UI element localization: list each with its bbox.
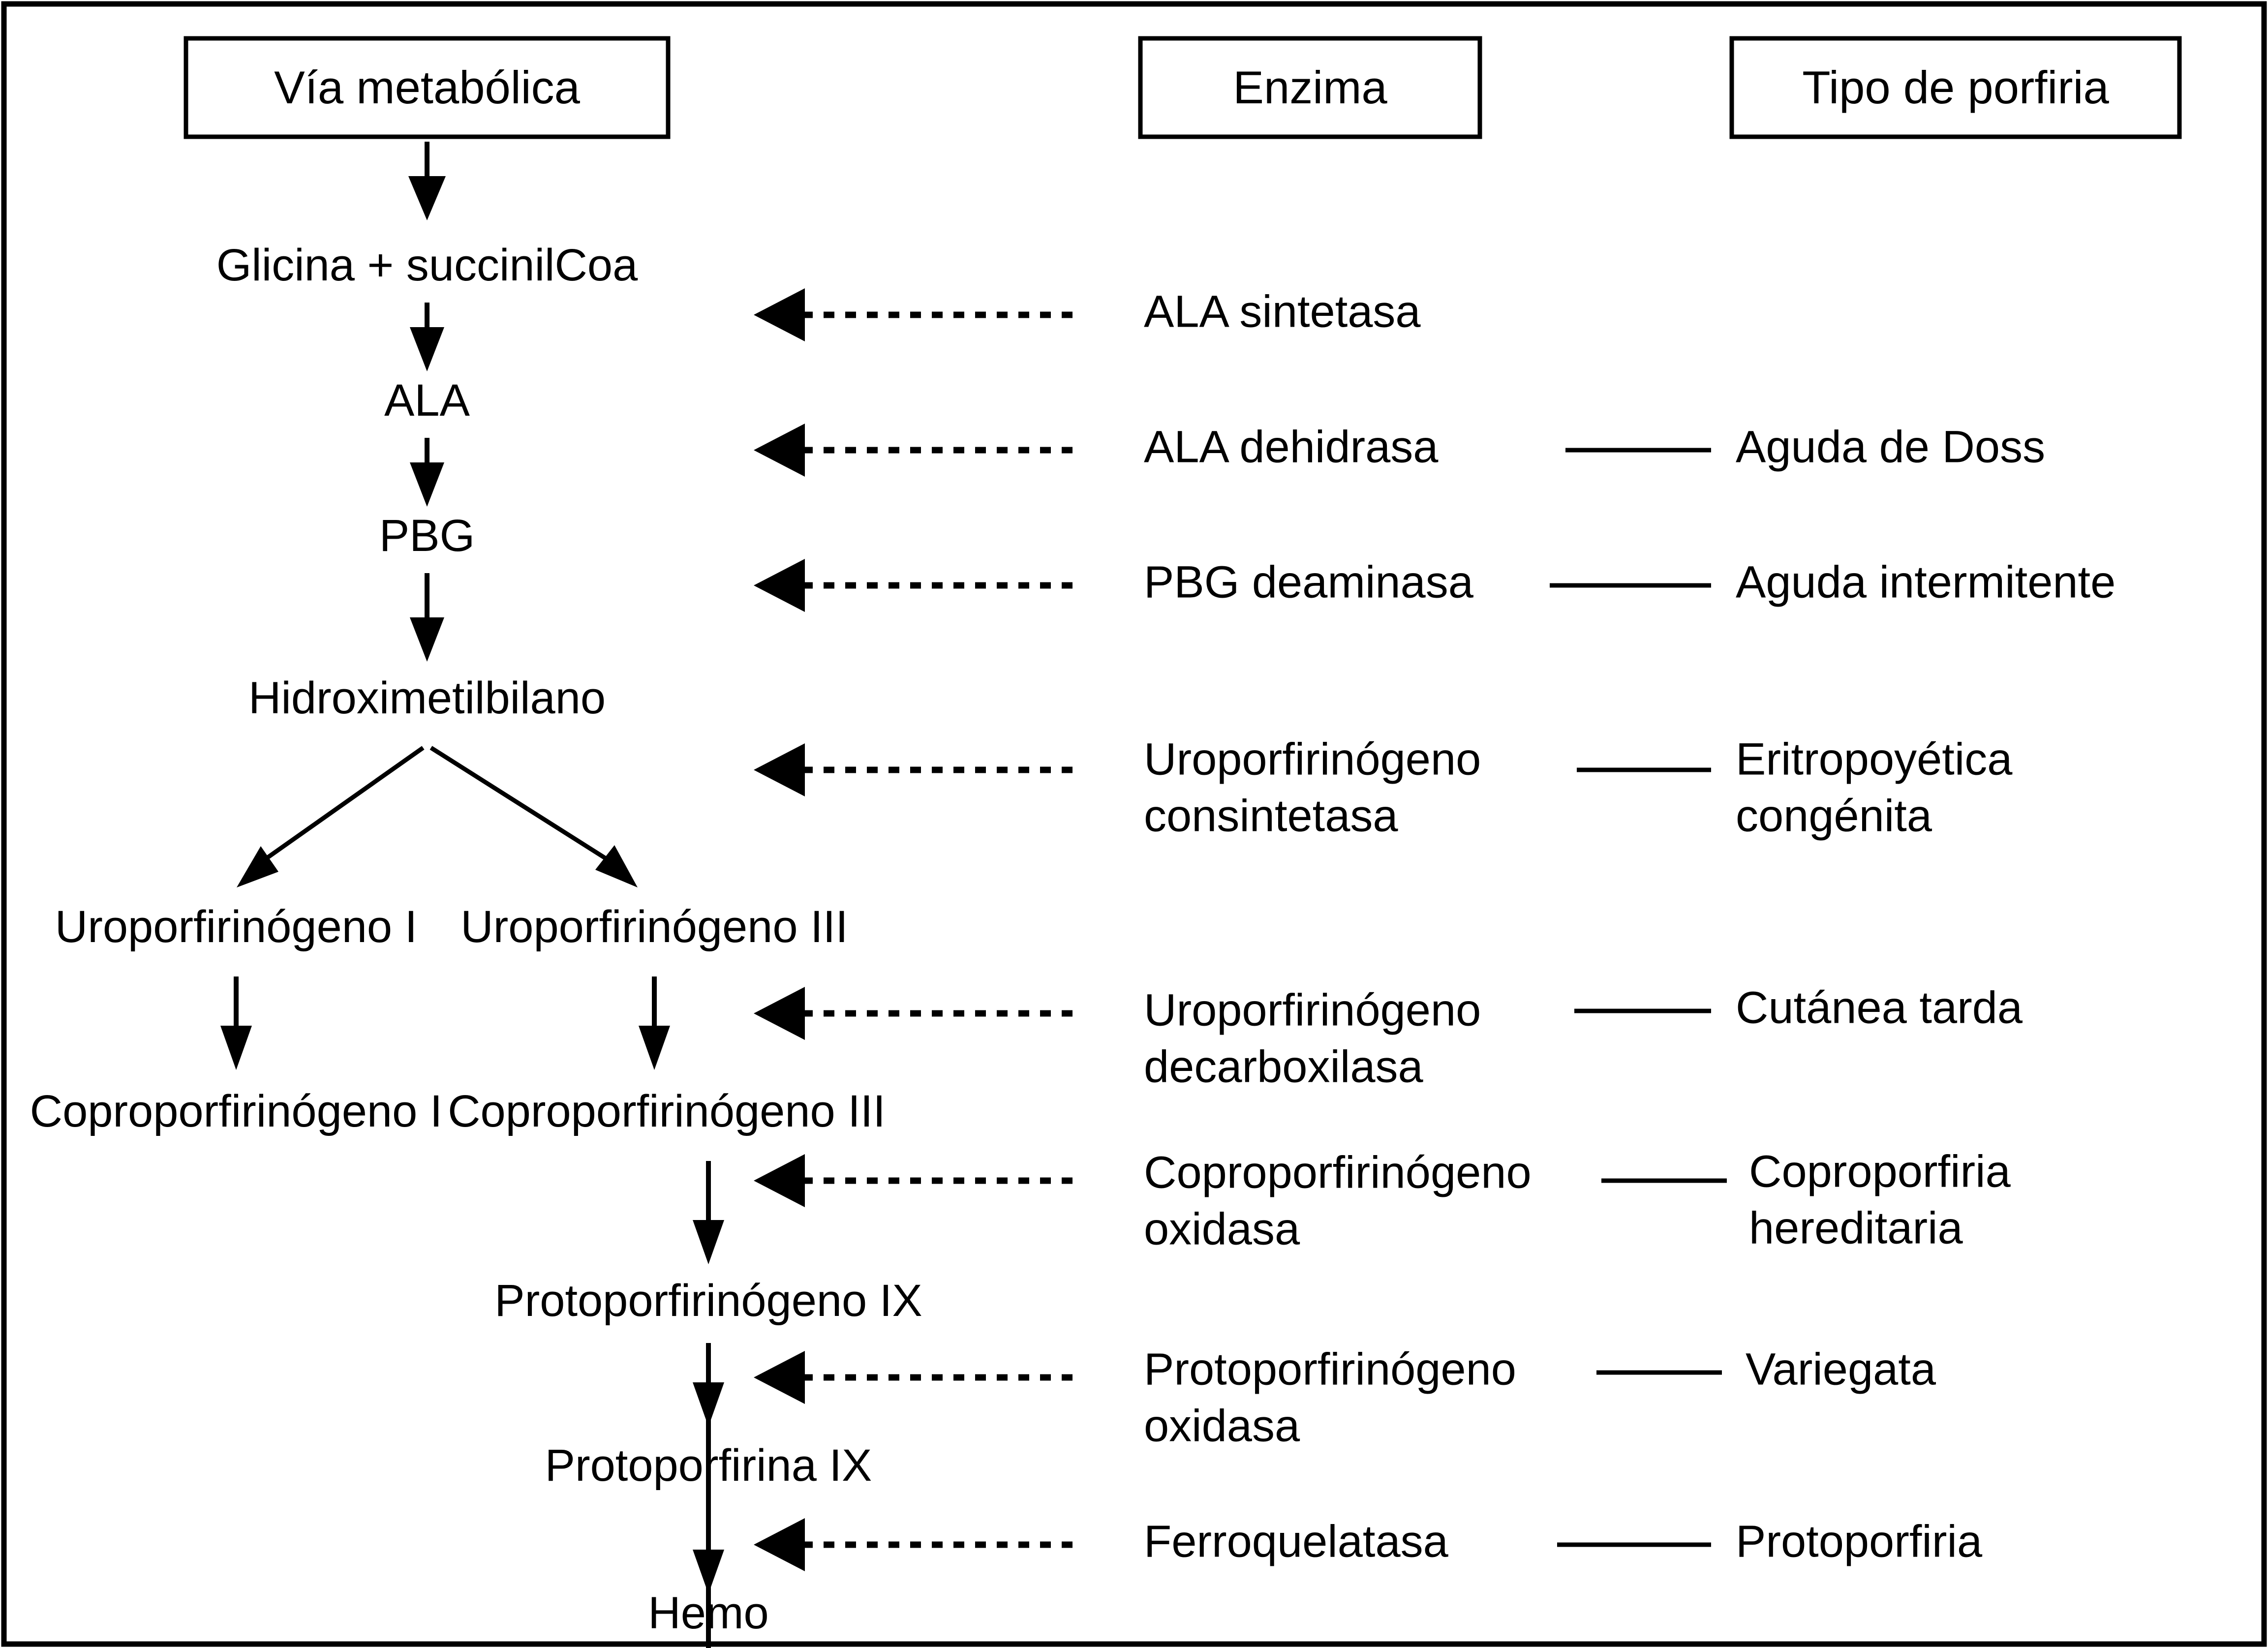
porphyria-aguda-de-doss: Aguda de Doss	[1736, 422, 2045, 472]
porphyria-aguda-intermitente: Aguda intermitente	[1736, 557, 2115, 607]
header-porphyria-box	[1729, 36, 2182, 139]
arrowhead-left-icon	[754, 987, 805, 1040]
header-porphyria: Tipo de porfiria	[1729, 36, 2182, 139]
porphyria-variegata: Variegata	[1746, 1344, 1936, 1394]
arrowhead-left-icon	[754, 1351, 805, 1404]
node-protoporfirinogeno-ix: Protoporfirinógeno IX	[494, 1276, 922, 1326]
node-coproporfirinogeno-iii: Coproporfirinógeno III	[448, 1086, 886, 1136]
arrowhead-left-icon	[754, 1518, 805, 1571]
reaction-row-copro-oxidasa: Coproporfirinógeno oxidasa Coproporfiria…	[754, 1146, 2011, 1254]
enzyme-protoporfirinogeno-oxidasa-line1: Protoporfirinógeno	[1144, 1344, 1516, 1394]
node-coproporfirinogeno-i: Coproporfirinógeno I	[30, 1086, 443, 1136]
arrowhead-left-icon	[754, 288, 805, 341]
arrowhead-down-icon	[220, 1026, 252, 1070]
enzyme-ala-dehidrasa: ALA dehidrasa	[1144, 422, 1439, 472]
node-pbg: PBG	[379, 511, 475, 561]
enzyme-coproporfirinogeno-oxidasa-line2: oxidasa	[1144, 1204, 1300, 1254]
arrowhead-left-icon	[754, 559, 805, 612]
reaction-row-ala-dehidrasa: ALA dehidrasa Aguda de Doss	[754, 422, 2045, 477]
arrow-glicina-to-ala	[410, 303, 444, 371]
node-hidroximetilbilano: Hidroximetilbilano	[248, 673, 606, 723]
node-hemo: Hemo	[648, 1588, 768, 1638]
header-enzyme: Enzima	[1138, 36, 1482, 139]
header-pathway: Vía metabólica	[184, 36, 671, 139]
arrow-protoporfirina-to-hemo	[693, 1503, 724, 1594]
node-ala: ALA	[384, 375, 470, 426]
reaction-row-ala-sintetasa: ALA sintetasa	[754, 286, 1421, 341]
arrowhead-down-icon	[693, 1550, 724, 1594]
enzyme-uroporfirinogeno-decarboxilasa-line1: Uroporfirinógeno	[1144, 985, 1481, 1035]
enzyme-ala-sintetasa: ALA sintetasa	[1144, 286, 1421, 336]
arrowhead-down-icon	[410, 462, 444, 507]
enzyme-coproporfirinogeno-oxidasa-line1: Coproporfirinógeno	[1144, 1147, 1532, 1197]
enzyme-ferroquelatasa: Ferroquelatasa	[1144, 1516, 1449, 1566]
reaction-row-uro-decarboxilasa: Uroporfirinógeno decarboxilasa Cutánea t…	[754, 982, 2023, 1092]
arrowhead-down-icon	[693, 1220, 724, 1264]
node-uroporfirinogeno-iii: Uroporfirinógeno III	[460, 902, 848, 952]
arrow-uro3-to-copro3	[639, 977, 670, 1070]
enzyme-uroporfirinogeno-consintetasa-line2: consintetasa	[1144, 791, 1398, 841]
porphyria-coproporfiria-hereditaria-line1: Coproporfiria	[1749, 1146, 2011, 1196]
arrow-ala-to-pbg	[410, 438, 444, 507]
arrowhead-left-icon	[754, 424, 805, 477]
arrow-branch-to-uro1	[237, 746, 425, 887]
node-uroporfirinogeno-i: Uroporfirinógeno I	[55, 902, 417, 952]
arrowhead-down-icon	[693, 1382, 724, 1427]
header-enzyme-box	[1138, 36, 1482, 139]
reaction-row-ferroquelatasa: Ferroquelatasa Protoporfiria	[754, 1516, 1983, 1571]
header-pathway-label: Vía metabólica	[274, 61, 581, 113]
arrow-copro3-to-protoporfirinogeno	[693, 1161, 724, 1264]
arrowhead-down-icon	[410, 327, 444, 371]
arrowhead-down-icon	[639, 1026, 670, 1070]
arrowhead-left-icon	[754, 1154, 805, 1207]
enzyme-pbg-deaminasa: PBG deaminasa	[1144, 557, 1474, 607]
reaction-row-pbg-deaminasa: PBG deaminasa Aguda intermitente	[754, 557, 2115, 612]
porphyria-cutanea-tarda: Cutánea tarda	[1736, 982, 2023, 1033]
arrow-pbg-to-hidroximetilbilano	[410, 573, 444, 662]
arrow-header-to-glicina	[408, 142, 446, 220]
arrowhead-downleft-icon	[237, 846, 278, 887]
header-pathway-box	[184, 36, 671, 139]
enzyme-uroporfirinogeno-decarboxilasa-line2: decarboxilasa	[1144, 1041, 1424, 1092]
arrow-branch-to-uro3	[429, 746, 638, 887]
porphyria-coproporfiria-hereditaria-line2: hereditaria	[1749, 1203, 1963, 1253]
header-enzyme-label: Enzima	[1233, 61, 1387, 113]
arrowhead-down-icon	[410, 617, 444, 662]
node-protoporfirina-ix: Protoporfirina IX	[545, 1440, 872, 1491]
porphyria-protoporfiria: Protoporfiria	[1736, 1516, 1983, 1566]
arrowhead-left-icon	[754, 743, 805, 796]
reaction-row-uro-consintetasa: Uroporfirinógeno consintetasa Eritropoyé…	[754, 734, 2013, 841]
enzyme-protoporfirinogeno-oxidasa-line2: oxidasa	[1144, 1401, 1300, 1451]
porphyria-eritropoyetica-congenita-line2: congénita	[1736, 791, 1932, 841]
arrow-uro1-to-copro1	[220, 977, 252, 1070]
porphyria-eritropoyetica-congenita-line1: Eritropoyética	[1736, 734, 2013, 784]
enzyme-uroporfirinogeno-consintetasa-line1: Uroporfirinógeno	[1144, 734, 1481, 784]
arrowhead-down-icon	[408, 176, 446, 220]
header-porphyria-label: Tipo de porfiria	[1802, 61, 2109, 113]
node-glicina: Glicina + succinilCoa	[216, 240, 638, 290]
reaction-row-proto-oxidasa: Protoporfirinógeno oxidasa Variegata	[754, 1344, 1936, 1451]
arrowhead-downright-icon	[595, 845, 638, 887]
